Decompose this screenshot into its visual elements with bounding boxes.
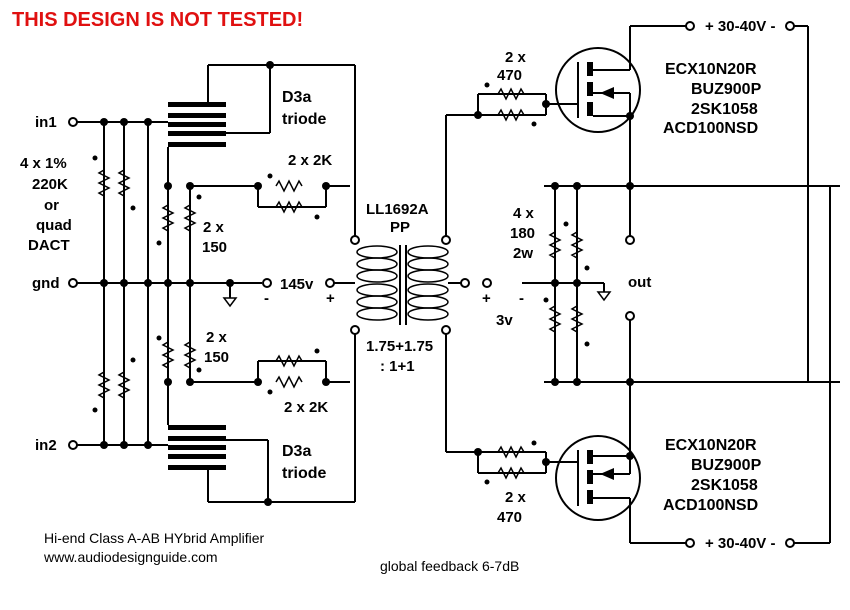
gate-bot-line1: 2 x [505, 489, 527, 506]
footer-feedback: global feedback 6-7dB [380, 558, 519, 574]
triode-bottom-symbol [167, 330, 356, 506]
res-180-line1: 4 x [513, 205, 535, 222]
res-bot-2k-label: 2 x 2K [284, 399, 328, 416]
bias-supply-terminal-plus [482, 278, 492, 288]
bias-supply-plus: + [482, 290, 491, 307]
supply-145-terminal-plus [325, 278, 335, 288]
supply-145-minus: - [264, 290, 269, 307]
res-top-2k-label: 2 x 2K [288, 152, 332, 169]
res-bot-150-line2: 150 [204, 349, 229, 366]
supply-bottom-label: + 30-40V - [705, 535, 775, 552]
supply-145-plus: + [326, 290, 335, 307]
supply-145-label: 145v [280, 276, 314, 293]
triode-bottom-label2: triode [282, 465, 327, 482]
transformer-symbol [350, 114, 478, 453]
mosfet-bottom-part3: 2SK1058 [691, 477, 758, 494]
mosfet-bottom-symbol [555, 186, 831, 548]
label-in2: in2 [35, 437, 57, 454]
bias-supply-minus: - [519, 290, 524, 307]
output-label: out [628, 274, 651, 291]
label-gnd: gnd [32, 275, 60, 292]
mosfet-top-part4: ACD100NSD [663, 120, 758, 137]
bias-supply-label: 3v [496, 312, 513, 329]
triode-top-symbol [167, 61, 356, 240]
label-in1: in1 [35, 114, 57, 131]
resistor-2k-bottom [190, 348, 350, 395]
footer-url: www.audiodesignguide.com [43, 549, 218, 565]
mosfet-bottom-part4: ACD100NSD [663, 497, 758, 514]
gate-top-line1: 2 x [505, 49, 527, 66]
gate-top-line2: 470 [497, 67, 522, 84]
res-top-150-line1: 2 x [203, 219, 225, 236]
res-bot-150-line1: 2 x [206, 329, 228, 346]
gate-bot-line2: 470 [497, 509, 522, 526]
mosfet-bottom-part1: ECX10N20R [665, 437, 757, 454]
res-180-line2: 180 [510, 225, 535, 242]
triode-top-label2: triode [282, 111, 327, 128]
resistor-470-bottom [474, 440, 562, 485]
mosfet-top-part1: ECX10N20R [665, 61, 757, 78]
mosfet-top-part3: 2SK1058 [691, 101, 758, 118]
mosfet-top-symbol [555, 21, 809, 382]
input-resistor-line5: DACT [28, 237, 70, 254]
input-resistor-line4: quad [36, 217, 72, 234]
transformer-ratio2: : 1+1 [380, 358, 415, 375]
mosfet-bottom-part2: BUZ900P [691, 457, 762, 474]
footer-title: Hi-end Class A-AB HYbrid Amplifier [44, 530, 265, 546]
input-wiring [68, 117, 262, 450]
triode-top-label1: D3a [282, 89, 311, 106]
res-180-line3: 2w [513, 245, 533, 262]
supply-top-label: + 30-40V - [705, 18, 775, 35]
mosfet-top-part2: BUZ900P [691, 81, 762, 98]
transformer-ratio1: 1.75+1.75 [366, 338, 433, 355]
input-resistor-line1: 4 x 1% [20, 155, 67, 172]
transformer-type: PP [390, 219, 410, 236]
res-top-150-line2: 150 [202, 239, 227, 256]
input-resistor-line2: 220K [32, 176, 68, 193]
resistor-470-top [474, 82, 562, 127]
input-resistor-line3: or [44, 197, 59, 214]
supply-145-terminal-minus [262, 278, 272, 288]
triode-bottom-label1: D3a [282, 443, 311, 460]
warning-title: THIS DESIGN IS NOT TESTED! [12, 9, 303, 31]
resistor-2k-top [190, 173, 350, 220]
transformer-name: LL1692A [366, 201, 429, 218]
